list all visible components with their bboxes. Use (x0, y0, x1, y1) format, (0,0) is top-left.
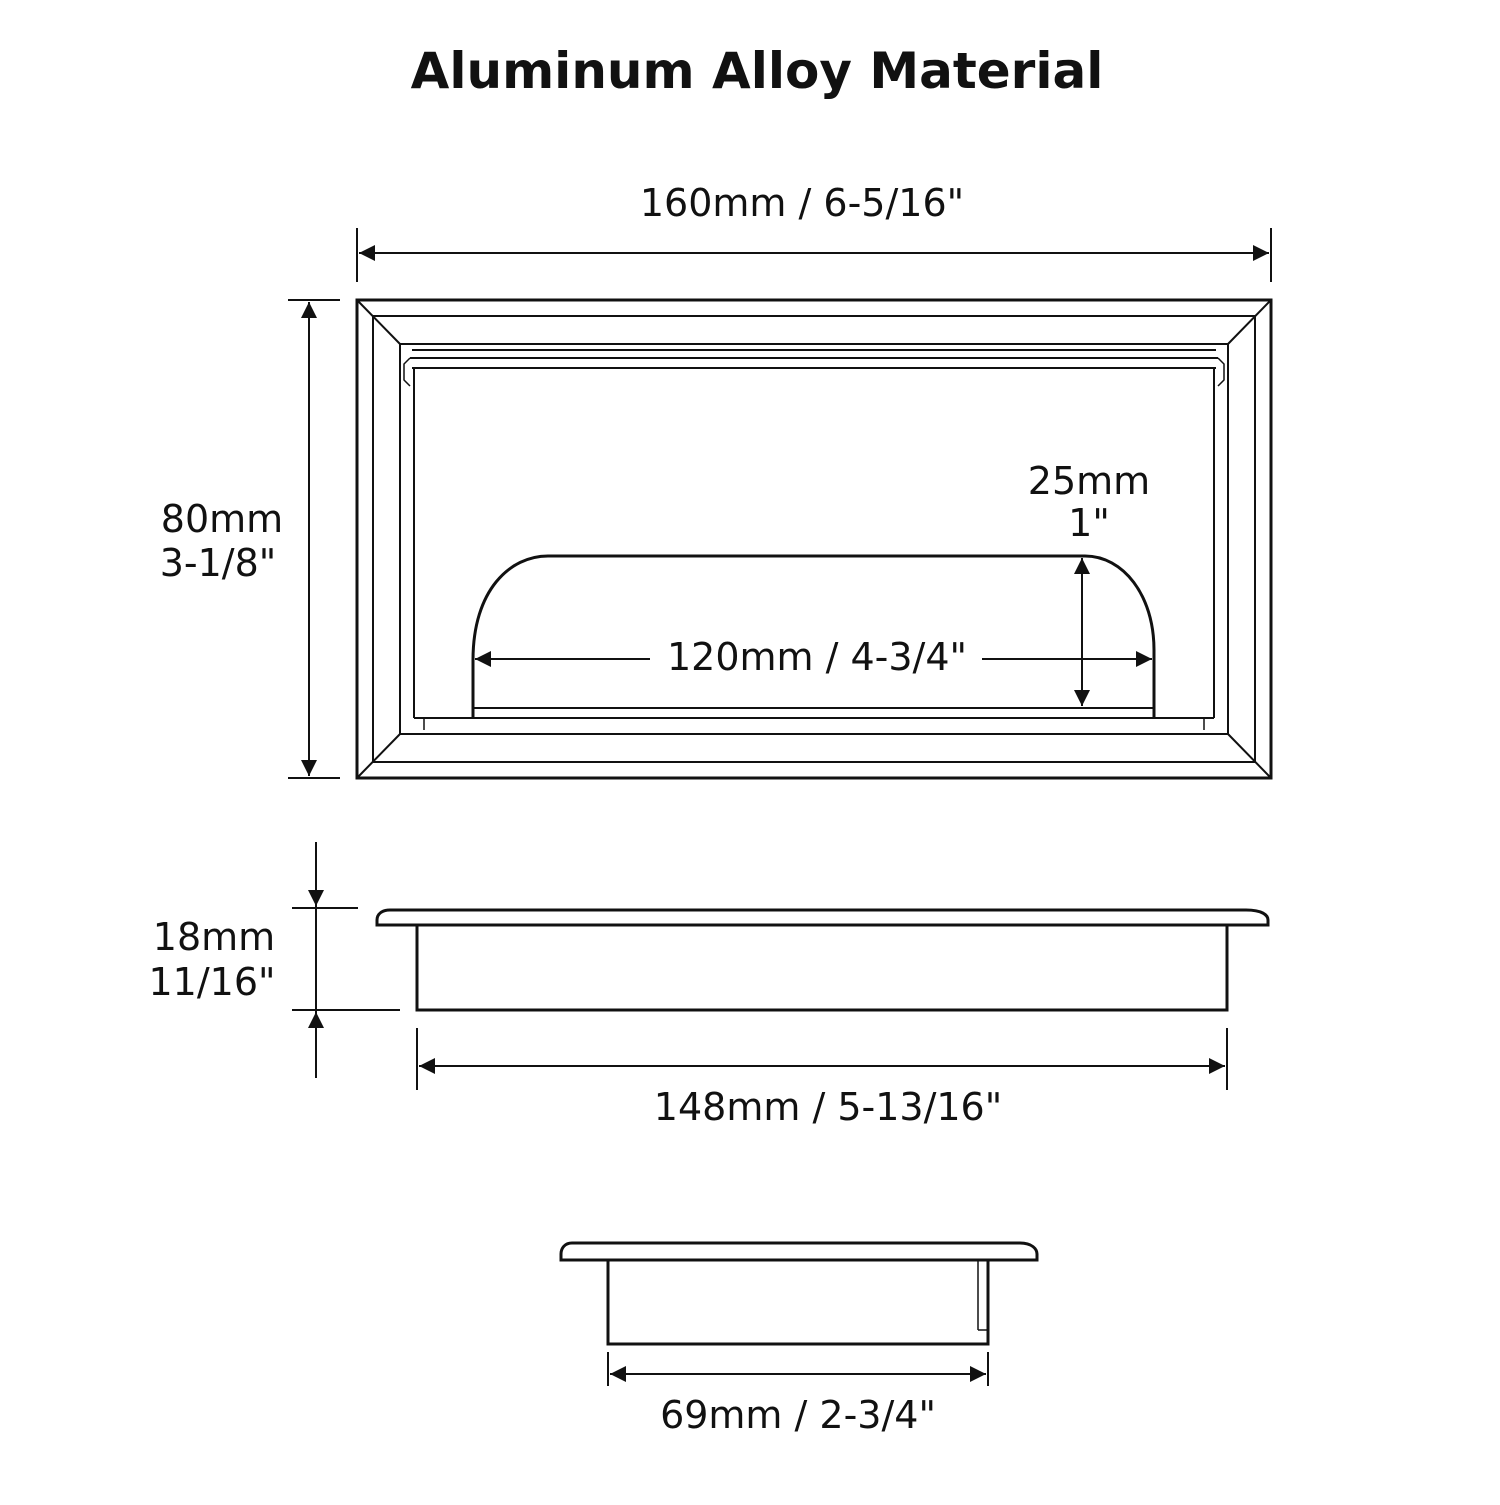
overall-width-mm-label: 80mm (161, 497, 283, 541)
side-body (415, 923, 1229, 1012)
height-mm-label: 18mm (153, 915, 275, 959)
slot-depth-in-label: 1" (1068, 501, 1110, 545)
inner-frame (399, 343, 1229, 735)
end-body (606, 1258, 990, 1346)
top-view: 160mm / 6-5/16" 80mm 3-1/8" 25mm 1" 120m… (160, 181, 1273, 780)
side-flange (375, 908, 1270, 927)
outer-frame (355, 298, 1273, 780)
height-in-label: 11/16" (149, 960, 276, 1004)
page-title: Aluminum Alloy Material (411, 42, 1104, 100)
end-view: 69mm / 2-3/4" (559, 1241, 1039, 1437)
side-view: 18mm 11/16" 148mm / 5-13/16" (149, 842, 1270, 1129)
overall-width-in-label: 3-1/8" (160, 541, 277, 585)
cable-slot (471, 554, 1156, 718)
body-length-label: 148mm / 5-13/16" (654, 1085, 1002, 1129)
lid (403, 349, 1225, 730)
hinge-right (1217, 357, 1225, 387)
body-width-label: 69mm / 2-3/4" (660, 1393, 936, 1437)
end-flange (559, 1241, 1039, 1262)
overall-length-label: 160mm / 6-5/16" (640, 181, 964, 225)
hinge-left (403, 357, 411, 387)
slot-depth-mm-label: 25mm (1028, 459, 1150, 503)
slot-length-label: 120mm / 4-3/4" (667, 635, 967, 679)
bevel-frame (372, 315, 1256, 763)
